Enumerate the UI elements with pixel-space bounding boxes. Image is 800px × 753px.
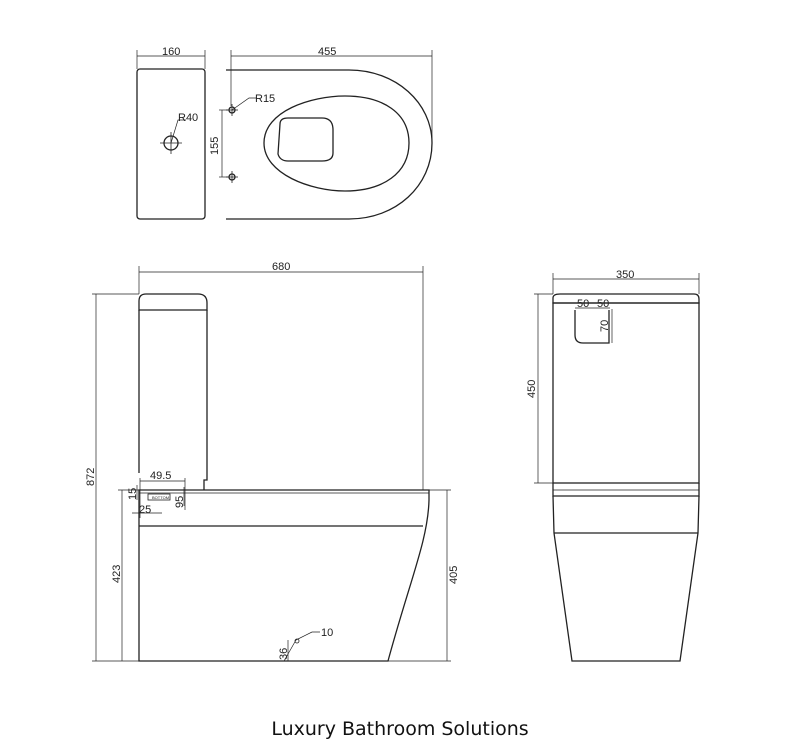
dim-overall-width: 350 — [616, 269, 634, 281]
dim-pan-height-front: 405 — [448, 566, 460, 584]
plan-view: R40 R15 155 160 455 — [136, 46, 433, 220]
dim-floor-fix-size: 10 — [321, 627, 333, 639]
waste-tiny-label: BOTTOM — [152, 495, 169, 500]
front-pan-collar — [552, 483, 700, 497]
plan-pan-rim — [263, 95, 410, 192]
dim-pan-length: 455 — [318, 46, 336, 58]
dim-radius-small: R15 — [255, 93, 275, 105]
dim-waste-bottom: 25 — [139, 504, 151, 516]
dim-floor-fix-height: 36 — [278, 648, 290, 660]
front-view: 50 50 70 350 450 — [526, 269, 700, 662]
side-cistern-front — [203, 310, 208, 490]
dim-cistern-height: 450 — [526, 380, 538, 398]
dim-button-offset-a: 50 — [577, 298, 589, 310]
front-cistern-lid — [552, 293, 700, 304]
plan-seat — [277, 117, 334, 162]
dim-pan-height-back: 423 — [111, 565, 123, 583]
dim-fixing-spacing: 155 — [209, 137, 221, 155]
front-cistern — [552, 302, 700, 484]
dim-cistern-width: 160 — [162, 46, 180, 58]
dim-button-offset-b: 50 — [597, 298, 609, 310]
plan-cistern — [136, 68, 206, 220]
side-cistern-lid — [138, 293, 208, 311]
side-view: BOTTOM 49.5 15 95 25 10 36 680 872 423 — [85, 261, 460, 662]
plan-pan-outline — [226, 69, 433, 220]
front-pan — [552, 495, 700, 662]
side-pan — [138, 489, 430, 662]
dim-overall-height: 872 — [85, 468, 97, 486]
dim-waste-top: 15 — [127, 488, 139, 500]
dim-button-height: 70 — [599, 320, 611, 332]
side-waste-outlet — [147, 493, 171, 501]
caption: Luxury Bathroom Solutions — [271, 718, 529, 740]
dim-overall-length: 680 — [272, 261, 290, 273]
dim-hole-radius: R40 — [178, 112, 198, 124]
dim-waste-height: 95 — [174, 496, 186, 508]
front-flush-button — [574, 310, 610, 344]
technical-drawing: R40 R15 155 160 455 — [85, 46, 700, 662]
dim-waste-offset: 49.5 — [150, 470, 171, 482]
